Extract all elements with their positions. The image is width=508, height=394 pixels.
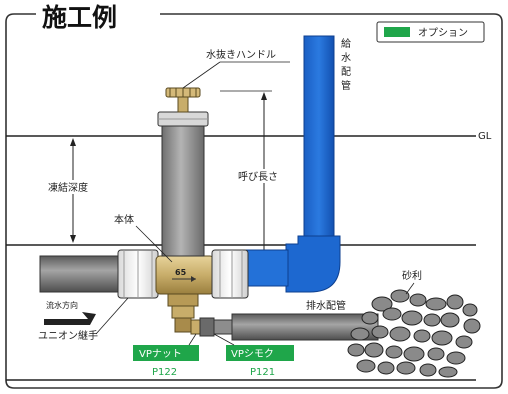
legend-label: オプション: [418, 27, 468, 39]
supply-pipe-label-1: 給: [341, 37, 351, 50]
option-vp-nut-page: P122: [152, 367, 177, 378]
option-vp-shimoku-page: P121: [250, 367, 275, 378]
gravel-label: 砂利: [402, 269, 422, 282]
union-leader: [95, 297, 129, 335]
handle-leader: [182, 61, 221, 89]
option-vp-shimoku-badge: [226, 345, 294, 361]
flow-direction-arrow: [44, 312, 96, 325]
legend: オプション: [376, 21, 485, 43]
union-joint-left: [117, 249, 159, 299]
handle-label: 水抜きハンドル: [206, 48, 276, 61]
drain-handle[interactable]: [165, 87, 201, 113]
valve-body: [155, 255, 215, 333]
option-vp-shimoku[interactable]: VPシモク P121: [226, 345, 294, 378]
vp-shimoku-leader: [213, 333, 235, 346]
gravel-leader: [405, 282, 415, 295]
legend-swatch: [384, 27, 410, 37]
drain-pipe-label: 排水配管: [306, 299, 346, 312]
riser-column: [157, 111, 209, 257]
body-mark: 65: [175, 268, 187, 277]
body-label: 本体: [114, 213, 134, 226]
frame: [5, 13, 503, 389]
frost-depth-label: 凍結深度: [48, 181, 88, 194]
drain-fittings: [190, 317, 235, 337]
gravel: [347, 289, 481, 378]
option-vp-shimoku-name: VPシモク: [231, 348, 274, 360]
option-vp-nut-name: VPナット: [139, 348, 182, 360]
vp-nut-leader: [188, 333, 197, 346]
supply-pipe-label-4: 管: [341, 79, 351, 92]
gl-label: GL: [478, 131, 492, 142]
page-title: 施工例: [42, 3, 117, 32]
nominal-length-label: 呼び長さ: [238, 171, 278, 183]
supply-pipe-label-3: 配: [341, 66, 351, 78]
union-joint-right: [211, 249, 249, 299]
union-label: ユニオン継手: [38, 329, 98, 342]
option-vp-nut[interactable]: VPナット P122: [133, 345, 199, 378]
inlet-pipe: [39, 255, 131, 293]
supply-pipe-label-2: 水: [341, 52, 351, 64]
supply-pipe: [245, 35, 341, 293]
option-vp-nut-badge: [133, 345, 199, 361]
flow-direction-label: 流水方向: [46, 300, 78, 310]
body-leader: [135, 225, 173, 263]
